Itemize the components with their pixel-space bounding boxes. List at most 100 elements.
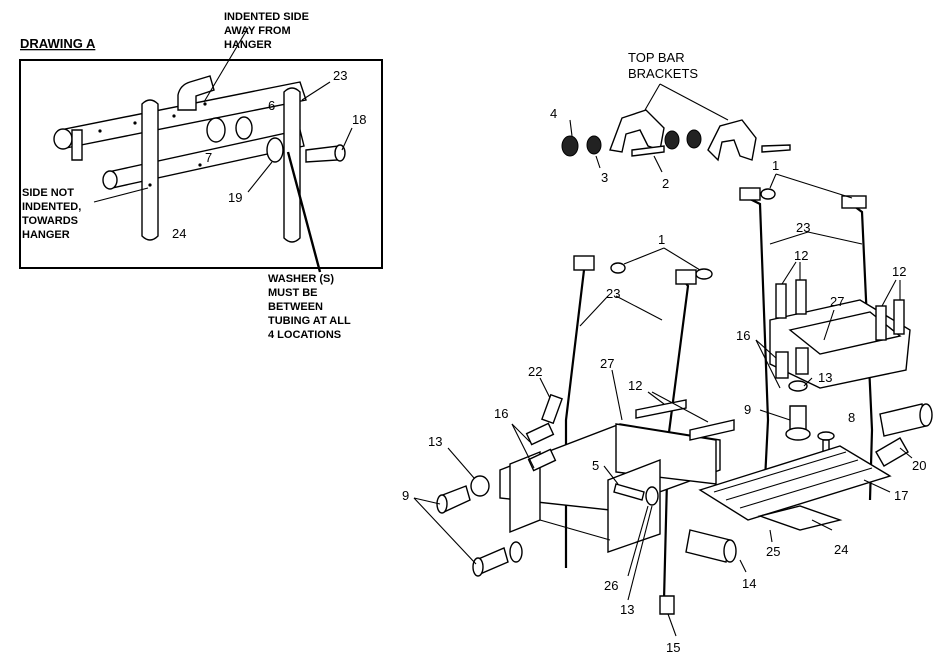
bracket-left	[609, 109, 665, 153]
cap-14-end	[723, 539, 737, 563]
leader-indented	[203, 27, 249, 103]
leader-27-rear	[823, 309, 835, 341]
caption-top-bar-brackets: TOP BAR BRACKETS	[628, 50, 698, 81]
label-19: 19	[228, 190, 242, 205]
leader-23-rear-a	[769, 231, 809, 245]
cap-9-front-a-end	[436, 494, 448, 514]
spacer-4	[561, 135, 579, 157]
bolt-18	[305, 145, 339, 163]
hole	[133, 121, 137, 125]
leader-22	[539, 377, 551, 399]
label-23: 23	[333, 68, 347, 83]
main-assembly: 1 1 23 23 12 12 12 27 27 16 16 22 13 13 …	[402, 158, 933, 655]
cap-1-front-a	[610, 262, 626, 274]
bolt-12-rear-b	[795, 279, 807, 315]
vertical-tube	[141, 99, 159, 241]
label-13-front: 13	[428, 434, 442, 449]
label-16-front: 16	[494, 406, 508, 421]
label-25: 25	[766, 544, 780, 559]
label-7: 7	[205, 150, 212, 165]
tube-end-lower	[102, 170, 118, 190]
leader-18	[341, 127, 353, 151]
frame-edge	[539, 519, 611, 541]
foot-15	[659, 595, 675, 615]
hole	[172, 114, 176, 118]
label-8: 8	[848, 410, 855, 425]
leader-20	[899, 447, 913, 459]
upright-rear-top-left	[739, 187, 761, 201]
cap-9-rear-flange	[785, 427, 811, 441]
cap-20	[875, 437, 909, 467]
label-3: 3	[601, 170, 608, 185]
rear-crossbar-27	[788, 311, 902, 355]
spacer-middle-a	[664, 130, 680, 150]
label-18: 18	[352, 112, 366, 127]
leader-26	[627, 505, 649, 577]
note-indented: INDENTED SIDE AWAY FROM HANGER	[224, 11, 312, 51]
label-2: 2	[662, 176, 669, 191]
label-9-rear: 9	[744, 402, 751, 417]
tube-end	[53, 128, 73, 150]
spacer-6	[235, 116, 253, 140]
leader-9-rear	[759, 409, 791, 421]
leader-23	[301, 81, 331, 101]
cap-1-front-b	[695, 268, 713, 280]
label-12-rear-a: 12	[794, 248, 808, 263]
leader-13-lower	[627, 505, 653, 601]
spacer-middle-b	[686, 129, 702, 149]
leader-2	[653, 155, 663, 173]
leader-16-b	[511, 423, 535, 469]
drawing-a-title: DRAWING A	[20, 36, 96, 51]
label-23-rear: 23	[796, 220, 810, 235]
bolt-5	[613, 483, 645, 501]
leader-1-rear-b	[775, 173, 853, 199]
bracket-right	[707, 119, 757, 162]
upright-top-right	[675, 269, 697, 285]
label-16-rear: 16	[736, 328, 750, 343]
leader-14	[739, 559, 747, 573]
leader-washer	[286, 151, 322, 273]
leader-13-rear	[803, 377, 813, 387]
hanger-bend	[177, 75, 215, 111]
leader-27-front	[611, 369, 623, 421]
top-bar-brackets-group: TOP BAR BRACKETS 4 3 2	[550, 50, 791, 191]
bolt-right	[761, 144, 791, 153]
leader-1-front-a	[623, 247, 665, 265]
label-15: 15	[666, 640, 680, 655]
leader-16-rear-b	[755, 339, 781, 389]
pin-16-b	[527, 448, 557, 472]
leader-12-front-b	[651, 391, 709, 423]
washer-13-rear	[788, 380, 808, 392]
drawing-a-inset: DRAWING A	[19, 11, 383, 341]
washer-26	[645, 486, 659, 506]
hole	[198, 163, 202, 167]
leader-13-front	[447, 447, 475, 479]
leader-not-indented	[93, 187, 149, 203]
leader-1-front-b	[663, 247, 701, 271]
leader-23-front-b	[615, 295, 663, 321]
bolt-2	[631, 145, 665, 157]
label-14: 14	[742, 576, 756, 591]
spacer-3	[586, 135, 602, 155]
leader-3	[595, 155, 601, 169]
cap-1-rear-a	[760, 188, 776, 200]
leader-25	[769, 529, 773, 543]
label-12-rear-b: 12	[892, 264, 906, 279]
note-washer: WASHER (S) MUST BE BETWEEN TUBING AT ALL…	[268, 273, 354, 341]
washer-13-front	[470, 475, 490, 497]
leader-15	[667, 613, 677, 637]
hole	[98, 129, 102, 133]
label-1-rear: 1	[772, 158, 779, 173]
note-not-indented: SIDE NOT INDENTED, TOWARDS HANGER	[22, 187, 84, 241]
cap-9-front-b-end	[472, 557, 484, 577]
bolt-12-rear-a	[775, 283, 787, 319]
leader-9-front-b	[413, 497, 477, 565]
leader-23-rear-b	[807, 231, 863, 245]
label-5: 5	[592, 458, 599, 473]
leader-5	[603, 465, 619, 485]
bolt-12-rear-c	[875, 305, 887, 341]
label-1-front: 1	[658, 232, 665, 247]
front-center-plate	[607, 458, 661, 553]
label-24-main: 24	[834, 542, 848, 557]
